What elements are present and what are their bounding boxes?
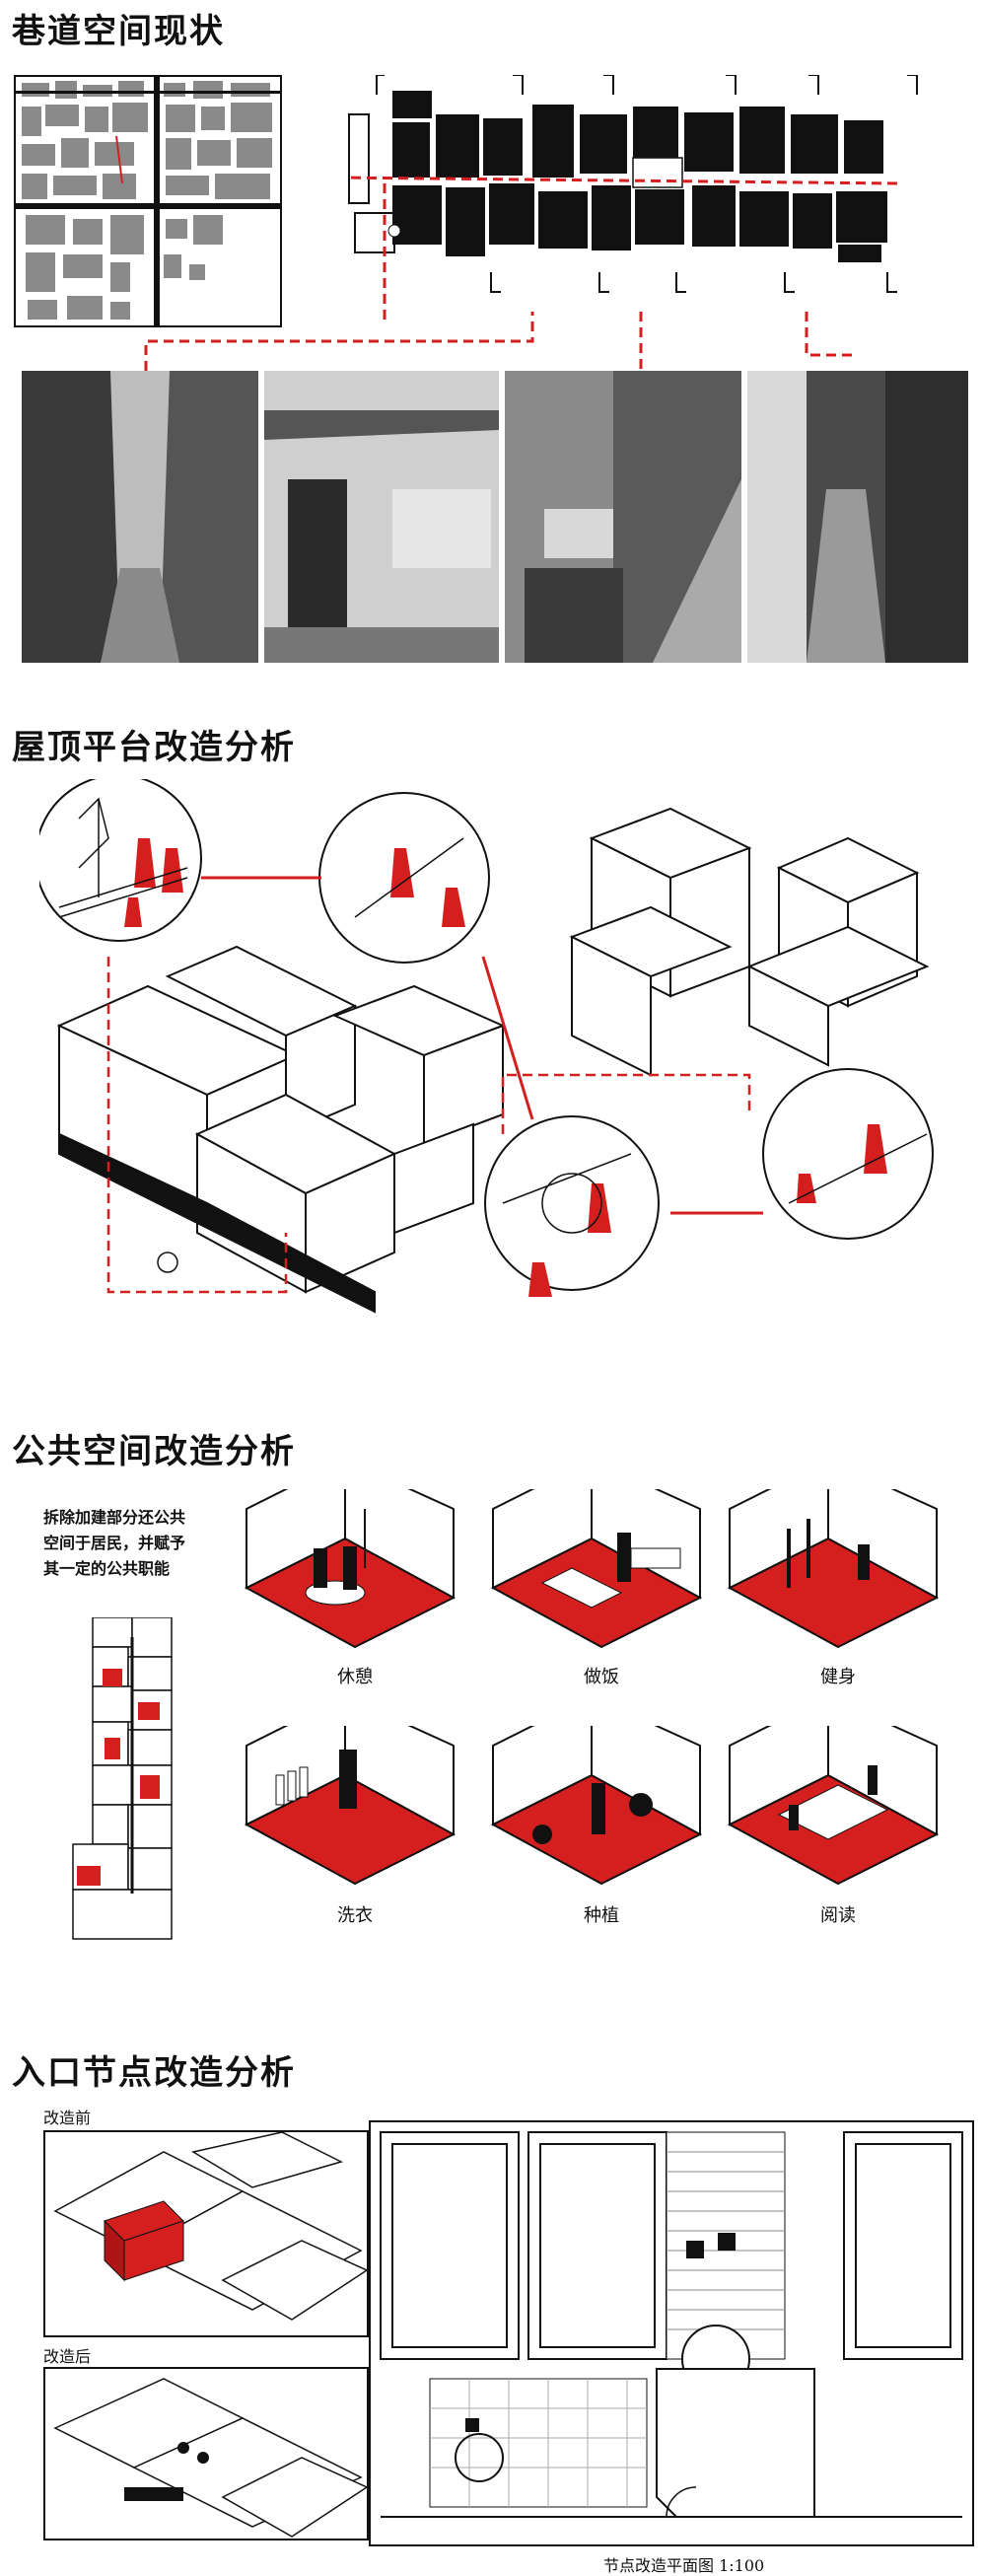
public-note: 拆除加建部分还公共 空间于居民，并赋予 其一定的公共职能 <box>43 1505 185 1582</box>
site-map <box>14 75 282 327</box>
roof-axonometric-drawing <box>39 779 934 1314</box>
alley-plan <box>345 75 937 320</box>
scene-fitness <box>727 1489 940 1649</box>
public-note-line-3: 其一定的公共职能 <box>43 1559 171 1578</box>
scene-cooking <box>490 1489 703 1649</box>
photo-connector-lines <box>144 312 858 371</box>
roof-section-title: 屋顶平台改造分析 <box>12 728 296 767</box>
alley-photo-4 <box>747 371 968 663</box>
scene-fitness-label: 健身 <box>820 1667 856 1687</box>
site-map-drawing <box>16 77 280 325</box>
after-drawing <box>43 2367 369 2540</box>
plan-caption: 节点改造平面图 1:100 <box>603 2556 765 2575</box>
public-site-strip <box>72 1617 173 1940</box>
scene-planting <box>490 1726 703 1886</box>
public-note-line-1: 拆除加建部分还公共 <box>43 1508 186 1527</box>
entrance-section-title: 入口节点改造分析 <box>12 2053 296 2093</box>
scene-reading <box>727 1726 940 1886</box>
before-drawing <box>43 2130 369 2337</box>
alley-section-title: 巷道空间现状 <box>12 12 225 51</box>
scene-laundry <box>244 1726 456 1886</box>
public-note-line-2: 空间于居民，并赋予 <box>43 1534 186 1552</box>
alley-plan-drawing <box>345 75 918 320</box>
scene-cooking-label: 做饭 <box>584 1667 619 1687</box>
alley-photo-2 <box>264 371 499 663</box>
before-label: 改造前 <box>43 2109 92 2127</box>
after-label: 改造后 <box>43 2347 92 2366</box>
scene-laundry-label: 洗衣 <box>337 1905 373 1926</box>
scene-rest-label: 休憩 <box>337 1667 373 1687</box>
entrance-plan <box>369 2120 974 2546</box>
public-section-title: 公共空间改造分析 <box>12 1432 296 1471</box>
scene-reading-label: 阅读 <box>820 1905 856 1926</box>
alley-photo-3 <box>505 371 741 663</box>
scene-rest <box>244 1489 456 1649</box>
alley-photo-1 <box>22 371 258 663</box>
function-scenes: 休憩 做饭 健身 洗衣 种植 阅读 <box>237 1489 947 1953</box>
scene-planting-label: 种植 <box>584 1905 619 1926</box>
